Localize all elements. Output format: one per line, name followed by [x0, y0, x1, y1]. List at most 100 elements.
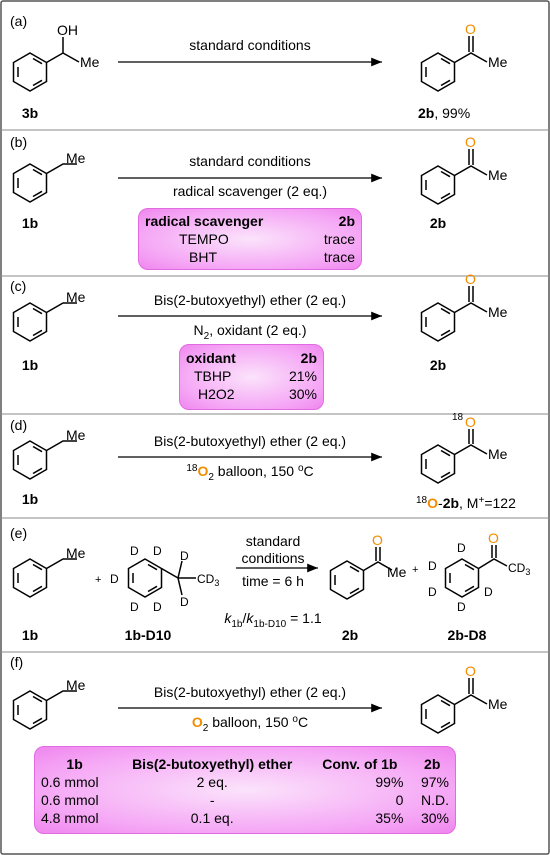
- deuterium-label: D: [428, 559, 437, 573]
- deuterium-label: D: [180, 595, 189, 609]
- panel-f: (f) Me Bis(2-butoxyethyl) ether (2 eq.) …: [10, 654, 508, 734]
- compound-id: 3b: [22, 105, 38, 121]
- methyl-label: Me: [488, 304, 508, 320]
- plus-sign: +: [95, 574, 101, 586]
- deuterium-label: D: [130, 600, 139, 614]
- carbonyl-oxygen: O: [465, 134, 476, 150]
- ethylbenzene: Me: [12, 289, 86, 342]
- condition-above: Bis(2-butoxyethyl) ether (2 eq.): [154, 433, 346, 449]
- carbonyl-oxygen: O: [465, 663, 476, 679]
- compound-id: 1b: [22, 627, 38, 643]
- condition-below: N2, oxidant (2 eq.): [194, 322, 307, 342]
- panel-c: (c) Me Bis(2-butoxyethyl) ether (2 eq.) …: [10, 271, 508, 373]
- ethylbenzene: Me: [12, 677, 86, 730]
- table-cell: 21%: [288, 368, 317, 384]
- panel-label: (d): [10, 417, 27, 433]
- panel-a: (a) OH Me standard conditions O Me 3b 2b…: [10, 13, 508, 121]
- methyl-label: Me: [66, 289, 86, 305]
- panel-d: (d) Me Bis(2-butoxyethyl) ether (2 eq.) …: [10, 412, 516, 511]
- condition-below: 18O2 balloon, 150 oC: [186, 463, 313, 483]
- benzene-ring: [12, 52, 48, 92]
- panel-label: (a): [10, 13, 27, 29]
- acetophenone: O Me: [329, 532, 407, 600]
- table-cell: 30%: [420, 810, 449, 826]
- carbonyl-oxygen: O: [488, 530, 499, 546]
- deuterium-label: D: [484, 585, 493, 599]
- methyl-label: Me: [488, 696, 508, 712]
- table-cell: 97%: [420, 774, 449, 790]
- table-row: TEMPO trace: [139, 230, 361, 248]
- table-cell: 0.6 mmol: [41, 774, 99, 790]
- methyl-label: Me: [66, 677, 86, 693]
- table-cell: 0.6 mmol: [41, 792, 99, 808]
- methyl-label: Me: [488, 446, 508, 462]
- table-header: radical scavenger: [145, 213, 264, 229]
- table-cell: 30%: [288, 386, 317, 402]
- scavenger-table: radical scavenger 2b TEMPO trace BHT tra…: [138, 208, 362, 270]
- condition-below: O2 balloon, 150 oC: [192, 714, 308, 734]
- deuterium-label: D: [180, 549, 189, 563]
- table-row: 0.6 mmol - 0 N.D.: [35, 791, 455, 809]
- deuterium-label: D: [130, 544, 139, 558]
- acetophenone: O Me: [420, 21, 508, 92]
- table-cell: trace: [323, 231, 355, 247]
- reaction-time: time = 6 h: [242, 573, 304, 589]
- table-cell: N.D.: [421, 792, 449, 808]
- deuterium-label: D: [110, 572, 119, 586]
- table-cell: 99%: [375, 774, 404, 790]
- compound-id: 1b-D10: [125, 627, 172, 643]
- condition-above: standard conditions: [189, 37, 310, 53]
- deuterium-label: D: [457, 541, 466, 555]
- panel-label: (b): [10, 134, 27, 150]
- compound-id: 1b: [22, 491, 38, 507]
- table-cell: TBHP: [194, 368, 232, 384]
- deuterated-ethylbenzene: D D D D D D D CD3: [110, 544, 219, 614]
- table-cell: -: [209, 792, 215, 808]
- deuterated-acetophenone: O D D D D D CD3: [428, 530, 530, 614]
- table-header: 2b: [300, 350, 317, 366]
- methyl-label: Me: [488, 54, 508, 70]
- plus-sign: +: [412, 564, 418, 576]
- table-cell: H2O2: [198, 386, 235, 402]
- compound-id: 1b: [22, 215, 38, 231]
- panel-e: (e) Me + D D D D D D D CD3: [10, 525, 530, 643]
- table-row: TBHP 21%: [180, 367, 323, 385]
- table-row: BHT trace: [139, 248, 361, 266]
- methyl-label: Me: [66, 545, 86, 561]
- product-id: 2b, 99%: [418, 105, 470, 121]
- table-header: Bis(2-butoxyethyl) ether: [132, 756, 293, 772]
- isotope-label: 18: [452, 412, 464, 423]
- table-row: H2O2 30%: [180, 385, 323, 403]
- table-header: 2b: [338, 213, 355, 229]
- table-cell: 0.1 eq.: [190, 810, 234, 826]
- cd3-label: CD3: [197, 572, 219, 588]
- table-cell: trace: [323, 249, 355, 265]
- product-id: 2b: [430, 215, 446, 231]
- table-cell: 2 eq.: [196, 774, 228, 790]
- acetophenone-18o: 18 O Me: [420, 412, 508, 484]
- carbonyl-oxygen: O: [465, 414, 476, 430]
- kinetic-isotope-effect: k1b/k1b-D10 = 1.1: [224, 610, 321, 630]
- table-header: oxidant: [186, 350, 236, 366]
- table-header: 2b: [424, 756, 441, 772]
- panel-label: (f): [10, 654, 23, 670]
- product-id: 2b: [430, 357, 446, 373]
- deuterium-label: D: [428, 585, 437, 599]
- product-id: 2b: [342, 627, 358, 643]
- condition-below: radical scavenger (2 eq.): [173, 183, 327, 199]
- condition-line-2: conditions: [241, 550, 304, 566]
- table-row: 0.6 mmol 2 eq. 99% 97%: [35, 773, 455, 791]
- condition-line-1: standard: [246, 533, 300, 549]
- product-id: 18O-2b, M+=122: [416, 495, 516, 511]
- methyl-label: Me: [66, 427, 86, 443]
- deuterium-label: D: [153, 600, 162, 614]
- panel-b: (b) Me standard conditions radical scave…: [10, 134, 508, 231]
- table-header: 1b: [66, 756, 83, 772]
- ethylbenzene: Me: [12, 545, 86, 598]
- acetophenone: O Me: [420, 663, 508, 734]
- table-header: Conv. of 1b: [322, 756, 398, 772]
- table-cell: TEMPO: [179, 231, 229, 247]
- compound-id: 1b: [22, 357, 38, 373]
- acetophenone: O Me: [420, 271, 508, 342]
